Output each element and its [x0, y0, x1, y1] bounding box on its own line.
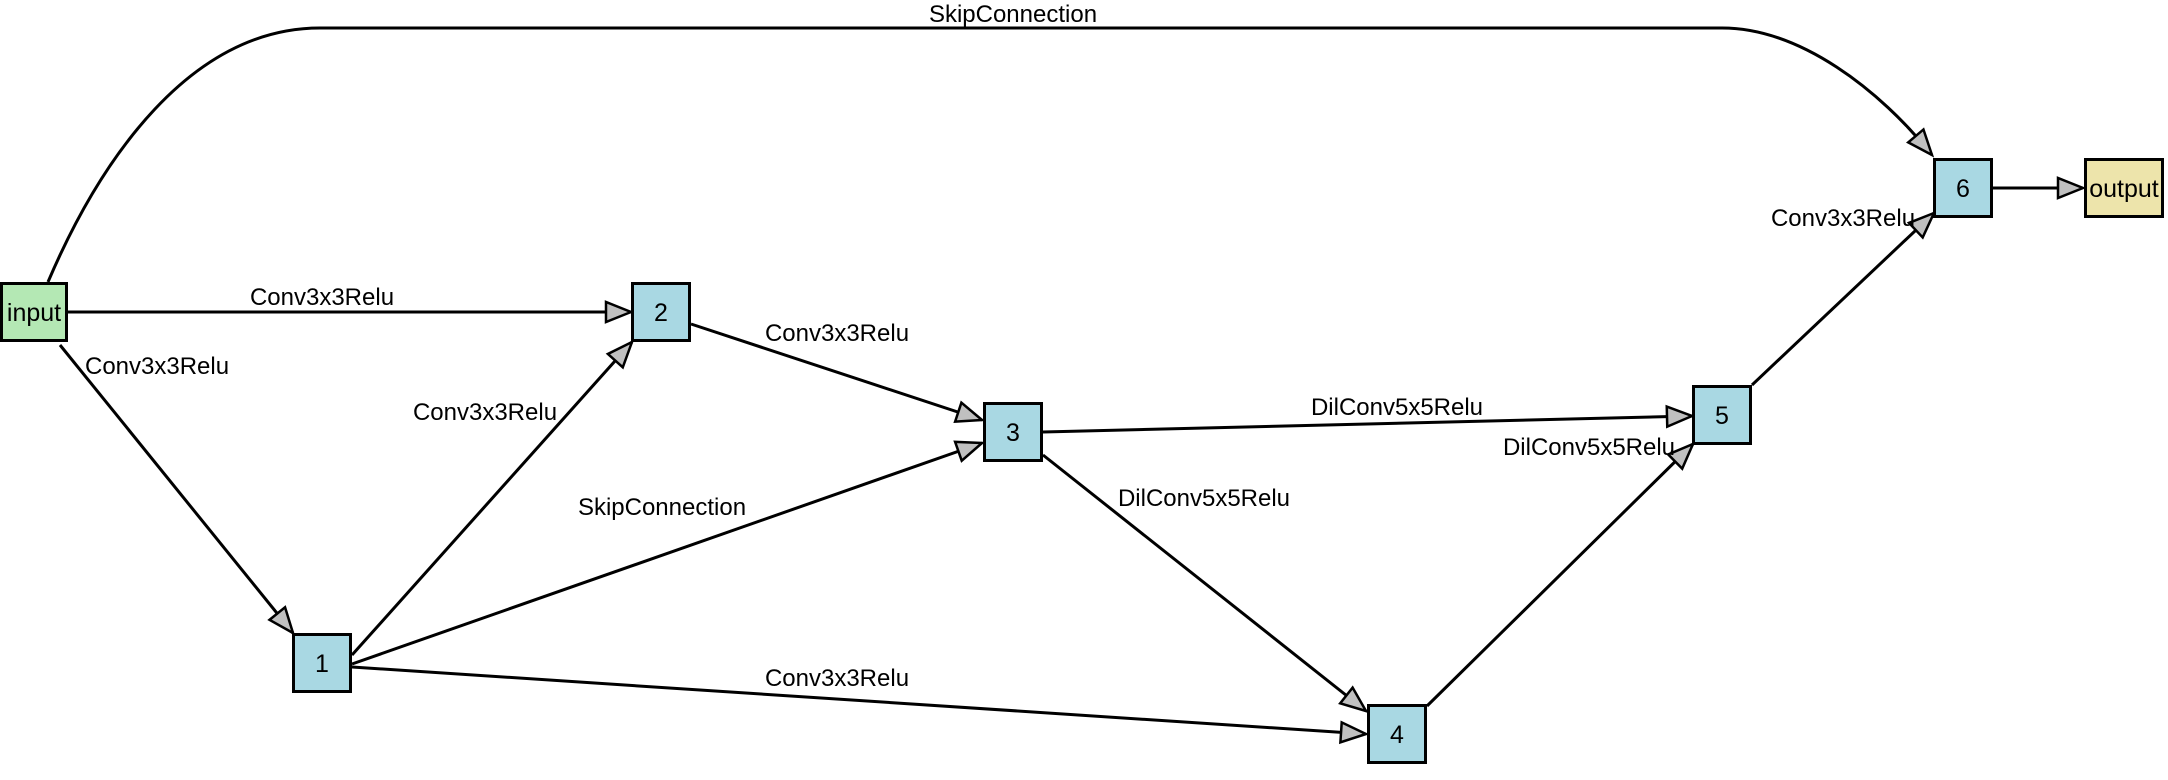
node-box: [0, 282, 68, 342]
node-box: [1933, 158, 1993, 218]
arrowhead: [604, 300, 635, 324]
node-label: 4: [1390, 721, 1404, 749]
edge-line: [351, 665, 1367, 736]
edge-1-to-4: [351, 665, 1370, 745]
edge-labels-layer: SkipConnectionConv3x3ReluConv3x3ReluConv…: [85, 1, 1915, 692]
edge-1-to-2: [350, 339, 635, 657]
edge-label: Conv3x3Relu: [765, 320, 909, 347]
node-label: 5: [1715, 402, 1729, 430]
edge-5-to-6: [1750, 210, 1937, 387]
node-2[interactable]: 2: [631, 282, 691, 342]
arrowhead: [1338, 685, 1369, 714]
node-box: [983, 402, 1043, 462]
edge-input-to-2: [68, 300, 635, 324]
arrowhead: [1665, 441, 1696, 471]
node-label: input: [7, 299, 61, 327]
arrowhead: [1665, 404, 1696, 429]
node-1[interactable]: 1: [292, 633, 352, 693]
edge-label: Conv3x3Relu: [85, 353, 229, 380]
node-box: [1692, 385, 1752, 445]
arrowhead: [267, 605, 296, 636]
node-output[interactable]: output: [2084, 158, 2164, 218]
edge-3-to-5: [1042, 404, 1696, 434]
edge-label: Conv3x3Relu: [765, 665, 909, 692]
node-label: 1: [315, 650, 329, 678]
node-input[interactable]: input: [0, 282, 68, 342]
edge-line: [690, 322, 983, 422]
edge-label: SkipConnection: [578, 494, 746, 521]
arrowhead: [1339, 720, 1370, 745]
edge-label: Conv3x3Relu: [1771, 205, 1915, 232]
node-box: [631, 282, 691, 342]
edge-1-to-3: [351, 440, 986, 666]
edge-label: Conv3x3Relu: [250, 284, 394, 311]
edge-input-to-6: [46, 26, 1935, 283]
edge-line: [1750, 211, 1936, 387]
node-box: [2084, 158, 2164, 218]
edge-label: Conv3x3Relu: [413, 399, 557, 426]
edge-label: DilConv5x5Relu: [1118, 485, 1290, 512]
edge-label: SkipConnection: [929, 1, 1097, 28]
edge-line: [1042, 414, 1693, 434]
arrowhead: [605, 339, 635, 370]
node-label: 2: [654, 299, 668, 327]
arrowhead: [2056, 176, 2087, 200]
node-box: [292, 633, 352, 693]
edge-line: [58, 344, 295, 634]
node-3[interactable]: 3: [983, 402, 1043, 462]
arrowhead: [953, 440, 986, 463]
arrowhead: [1905, 127, 1935, 158]
node-4[interactable]: 4: [1367, 704, 1427, 764]
nodes-layer: input 1 2 3 4 5 6 output: [0, 158, 2164, 764]
edge-label: DilConv5x5Relu: [1311, 394, 1483, 421]
edge-4-to-5: [1425, 441, 1696, 708]
node-label: output: [2089, 175, 2159, 203]
edge-line: [1425, 442, 1695, 708]
arrowhead: [1906, 210, 1937, 240]
edge-label: DilConv5x5Relu: [1503, 434, 1675, 461]
node-label: 3: [1006, 419, 1020, 447]
edge-input-to-1: [58, 344, 296, 636]
node-6[interactable]: 6: [1933, 158, 1993, 218]
node-box: [1367, 704, 1427, 764]
edges-layer: [46, 26, 2087, 745]
edge-line: [350, 340, 634, 657]
node-5[interactable]: 5: [1692, 385, 1752, 445]
edge-line: [351, 441, 983, 666]
edge-6-to-output: [1993, 176, 2087, 200]
edge-3-to-4: [1042, 453, 1369, 714]
node-label: 6: [1956, 175, 1970, 203]
edge-2-to-3: [690, 322, 986, 424]
edge-line: [1042, 453, 1367, 713]
edge-line: [46, 26, 1934, 283]
arrowhead: [953, 400, 986, 424]
